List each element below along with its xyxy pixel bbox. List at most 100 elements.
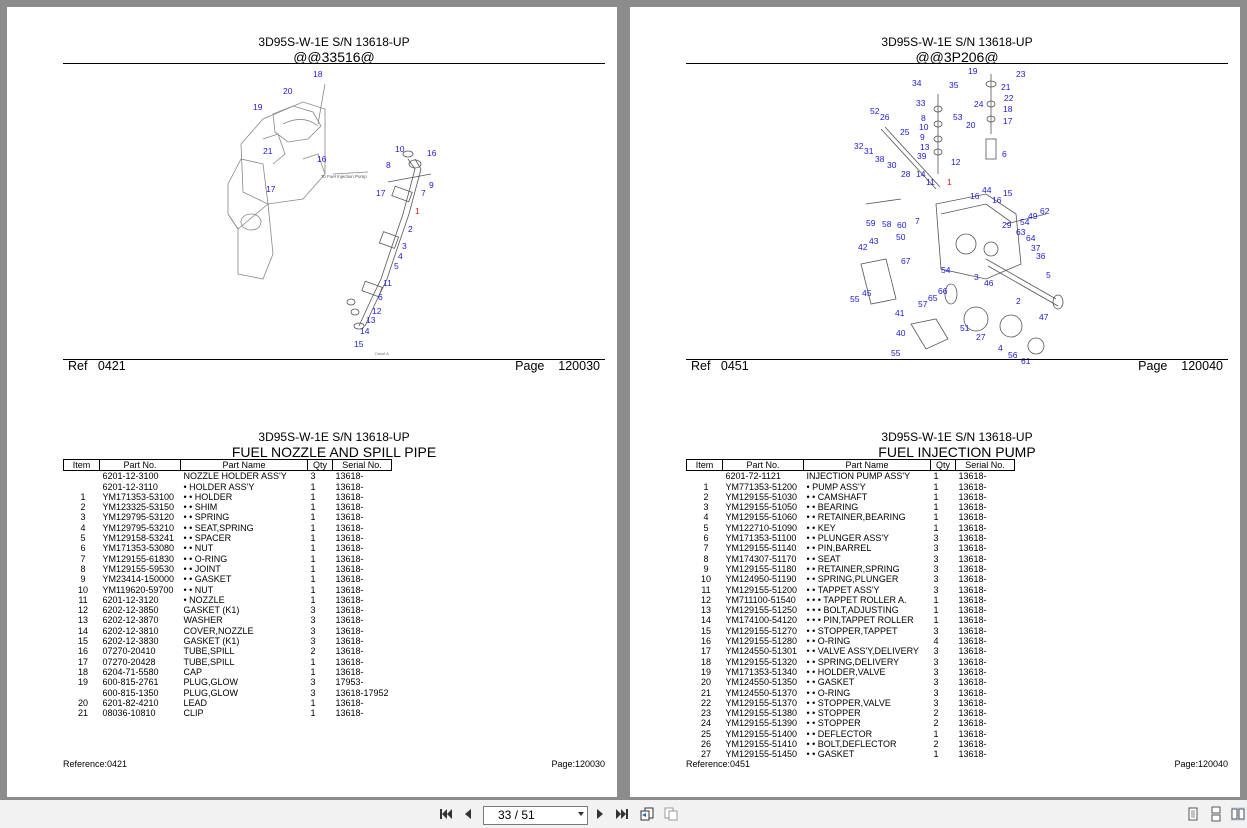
chevron-down-icon <box>578 812 584 816</box>
callout-number: 6 <box>378 292 383 302</box>
callout-number: 35 <box>949 80 959 90</box>
cell-part-no: YM174307-51170 <box>725 553 797 564</box>
cell-qty: 1 <box>310 574 316 585</box>
cell-item: 26 <box>700 739 711 750</box>
cell-qty: 1 <box>310 522 316 533</box>
cell-serial: 13618- <box>958 522 987 533</box>
single-page-view-icon[interactable] <box>1186 807 1200 821</box>
callout-number: 17 <box>266 184 276 194</box>
cell-item: 12 <box>77 605 88 616</box>
left-ref-rule <box>63 359 605 360</box>
col-header-qty: Qty <box>930 458 956 472</box>
cell-qty: 1 <box>310 533 316 544</box>
left-page-code: @@33516@ <box>293 49 375 65</box>
cell-part-name: • • DEFLECTOR <box>806 728 873 739</box>
go-forward-icon[interactable] <box>664 807 678 821</box>
callout-number: 2 <box>1016 296 1021 306</box>
cell-item <box>687 471 723 482</box>
right-page-code: @@3P206@ <box>915 49 999 65</box>
cell-item: 16 <box>700 636 711 647</box>
callout-number: 7 <box>421 188 426 198</box>
callout-number: 44 <box>982 185 992 195</box>
cell-qty: 3 <box>933 543 939 554</box>
continuous-view-icon[interactable] <box>1209 806 1223 822</box>
cell-part-name: • • • TAPPET ROLLER A. <box>806 594 907 605</box>
callout-number: 24 <box>974 99 984 109</box>
cell-part-no: YM174100-54120 <box>725 615 798 626</box>
right-parts-table: Item Part No. Part Name Qty Serial No. 6… <box>686 458 1015 760</box>
cell-serial: 13618- <box>335 584 364 595</box>
callout-number: 31 <box>864 146 874 156</box>
cell-serial: 13618- <box>335 666 364 677</box>
cell-part-name: WASHER <box>183 615 223 626</box>
cell-qty: 1 <box>310 481 316 492</box>
prev-page-icon[interactable] <box>461 807 475 821</box>
cell-part-no: YM129155-51280 <box>725 636 798 647</box>
go-back-icon[interactable] <box>640 807 654 821</box>
first-page-icon[interactable] <box>439 807 453 821</box>
last-page-icon[interactable] <box>615 807 629 821</box>
page-number-select[interactable]: 33 / 51 <box>483 806 588 825</box>
cell-serial: 13618- <box>958 594 987 605</box>
cell-serial: 13618- <box>335 481 364 492</box>
cell-part-name: PLUG,GLOW <box>183 687 239 698</box>
callout-number: 51 <box>960 323 970 333</box>
callout-number: 9 <box>920 132 925 142</box>
cell-part-name: • • GASKET <box>806 749 855 760</box>
cell-part-name: • • JOINT <box>183 563 221 574</box>
col-header-part-no: Part No. <box>722 458 804 472</box>
cell-part-no: YM129155-51370 <box>725 697 798 708</box>
cell-serial: 13618- <box>958 708 987 719</box>
cell-part-name: • • • PIN,TAPPET ROLLER <box>806 615 914 626</box>
cell-part-name: PLUG,GLOW <box>183 677 239 688</box>
cell-qty: 1 <box>933 522 939 533</box>
cell-item: 7 <box>703 543 709 554</box>
cell-qty: 3 <box>310 605 316 616</box>
callout-number: 53 <box>953 112 963 122</box>
cell-part-no: YM129155-51200 <box>725 584 798 595</box>
cell-part-no: 6201-12-3110 <box>102 481 158 492</box>
cell-part-no: YM129155-51400 <box>725 728 798 739</box>
right-footer-page: Page:120040 <box>1174 759 1228 769</box>
cell-part-name: INJECTION PUMP ASS'Y <box>806 471 911 482</box>
cell-item <box>64 688 100 698</box>
cell-part-no: YM129155-51050 <box>725 502 798 513</box>
callout-number: 21 <box>1001 82 1011 92</box>
cell-serial: 13618- <box>335 533 364 544</box>
right-exploded-diagram: 19 23 34 35 21 22 33 24 18 52 26 8 53 17… <box>850 66 1064 366</box>
left-page-model: 3D95S-W-1E S/N 13618-UP <box>258 35 410 49</box>
cell-part-no: YM129155-51250 <box>725 605 798 616</box>
cell-item: 23 <box>700 708 711 719</box>
cell-part-no: YM124550-51301 <box>725 646 798 657</box>
cell-serial: 13618- <box>958 605 987 616</box>
callout-number: 47 <box>1039 312 1049 322</box>
callout-number: 36 <box>1036 251 1046 261</box>
cell-part-name: • • TAPPET ASS'Y <box>806 584 880 595</box>
next-page-icon[interactable] <box>593 807 607 821</box>
cell-part-name: GASKET (K1) <box>183 636 240 647</box>
cell-qty: 1 <box>933 749 939 760</box>
facing-view-icon[interactable] <box>1231 807 1245 821</box>
cell-item <box>64 482 100 492</box>
cell-qty: 1 <box>933 491 939 502</box>
cell-item: 18 <box>77 666 88 677</box>
callout-number: 60 <box>897 220 907 230</box>
cell-serial: 13618- <box>958 728 987 739</box>
cell-item: 11 <box>78 594 88 605</box>
cell-item: 19 <box>700 666 711 677</box>
cell-part-name: • • BEARING <box>806 502 859 513</box>
cell-part-no: YM171353-51100 <box>725 533 797 544</box>
cell-item: 5 <box>703 522 709 533</box>
cell-serial: 13618- <box>335 615 364 626</box>
callout-number: 16 <box>317 154 327 164</box>
